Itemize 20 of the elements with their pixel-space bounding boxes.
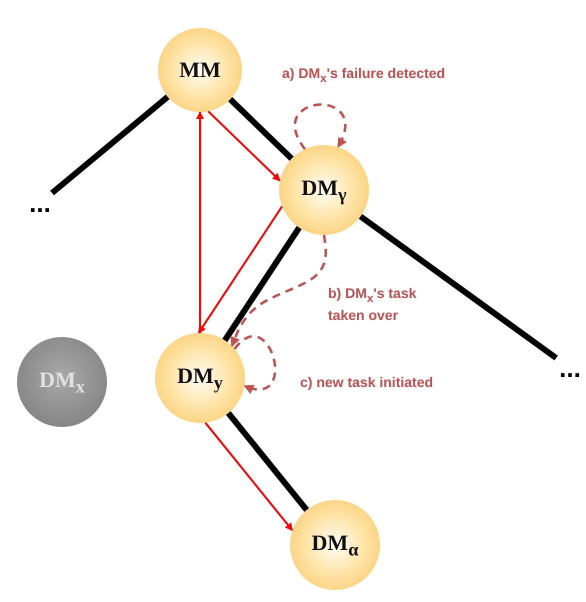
ellipsis-text: ... <box>29 190 51 216</box>
connector-line <box>358 214 558 360</box>
arrow <box>230 234 327 348</box>
arrow <box>207 110 281 182</box>
arrow <box>196 111 204 333</box>
connector-line <box>50 94 170 196</box>
arrow <box>204 422 294 532</box>
ellipsis-text: ... <box>559 355 581 381</box>
connector-line <box>222 226 302 342</box>
node-label: DM$_{α}$ <box>312 530 358 560</box>
arrow <box>294 103 346 150</box>
node-label: MM <box>179 57 221 83</box>
node-label: DM$_{x}$ <box>39 366 85 398</box>
node-label: DM$_{y}$ <box>177 362 223 394</box>
node-circle <box>279 145 369 235</box>
node-label: DM$_{γ}$ <box>301 174 347 206</box>
connector-line <box>228 97 294 161</box>
connector-line <box>226 411 310 512</box>
arrow <box>198 206 283 334</box>
arrow <box>234 335 276 394</box>
